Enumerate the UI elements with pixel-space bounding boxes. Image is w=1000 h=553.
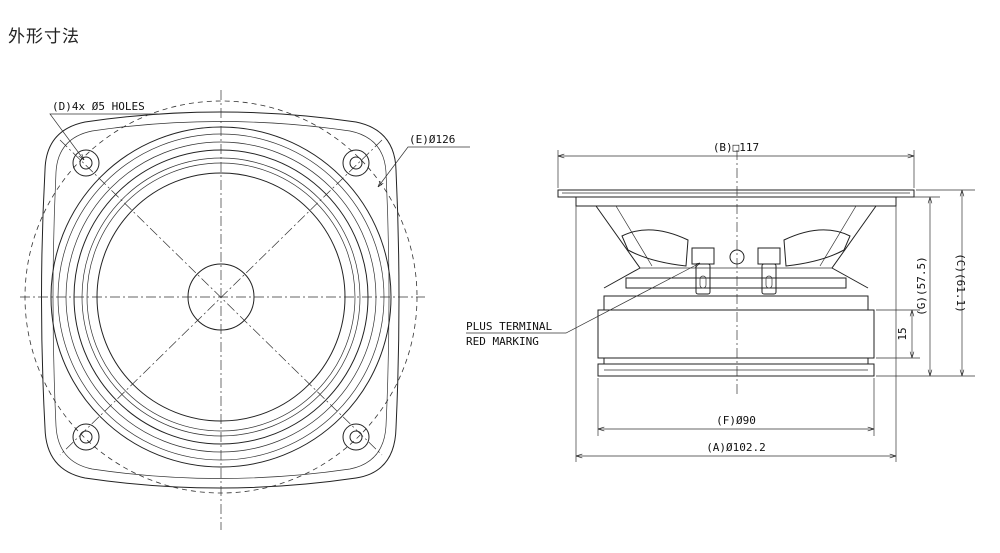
holes-label: (D)4x Ø5 HOLES — [52, 100, 145, 113]
height-g-label: (G)(57.5) — [915, 256, 928, 316]
width-dimension-label: (B)□117 — [713, 141, 759, 154]
mounting-hole — [72, 423, 100, 451]
mounting-hole — [72, 149, 100, 177]
terminal-note-line1: PLUS TERMINAL — [466, 320, 552, 333]
magnet-height-label: 15 — [896, 327, 909, 340]
mounting-hole — [342, 423, 370, 451]
terminal-note-line2: RED MARKING — [466, 335, 539, 348]
frame-diameter-label: (A)Ø102.2 — [706, 441, 766, 454]
plus-terminal — [691, 247, 715, 295]
minus-terminal — [757, 247, 781, 295]
bolt-circle-label: (E)Ø126 — [409, 133, 455, 146]
side-view: (B)□117 (C)(61.1) (G)(57.5) 15 (F)Ø90 (A… — [466, 141, 975, 462]
magnet-diameter-label: (F)Ø90 — [716, 414, 756, 427]
height-total-label: (C)(61.1) — [954, 253, 967, 313]
back-plate — [597, 363, 875, 377]
page-title: 外形寸法 — [8, 27, 80, 47]
front-frame-outline — [41, 111, 400, 489]
front-view: (D)4x Ø5 HOLES (E)Ø126 — [20, 90, 470, 530]
magnet — [597, 309, 875, 359]
mounting-hole — [342, 149, 370, 177]
top-plate — [603, 295, 869, 311]
